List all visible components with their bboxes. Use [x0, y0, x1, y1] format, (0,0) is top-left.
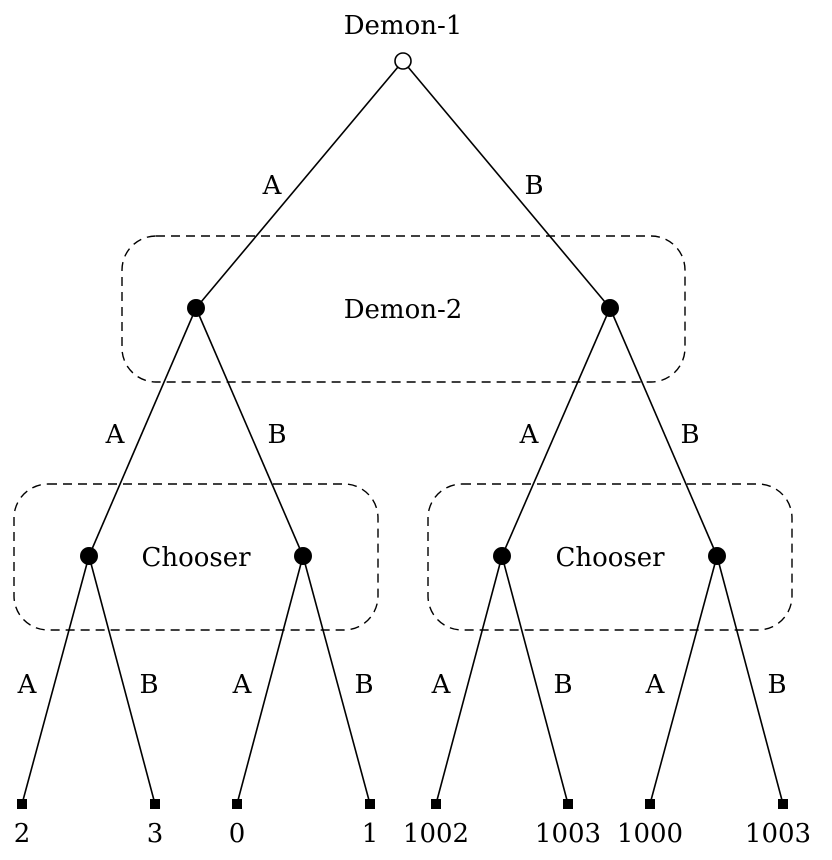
- edge-label-l2-4: B: [680, 420, 699, 450]
- terminal-node-3: [232, 799, 242, 809]
- edge-l2-3-to-leaf-6: [501, 555, 569, 805]
- payoff-1: 2: [14, 819, 31, 849]
- decision-node-demon-2-left: [187, 299, 205, 317]
- payoff-2: 3: [147, 819, 164, 849]
- edge-root-to-right: [402, 60, 611, 309]
- edge-label-l2-3: A: [519, 420, 540, 450]
- edge-label-l3-8: B: [767, 670, 786, 700]
- edge-l1-left-to-l2-1: [88, 307, 197, 557]
- edge-l1-left-to-l2-2: [195, 307, 304, 557]
- information-set-demon-2: [121, 235, 686, 383]
- terminal-node-7: [645, 799, 655, 809]
- chooser-left-player-label: Chooser: [141, 543, 251, 573]
- payoff-6: 1003: [535, 819, 601, 849]
- terminal-node-2: [150, 799, 160, 809]
- root-node: [394, 52, 412, 70]
- edge-l2-4-to-leaf-8: [716, 555, 784, 805]
- edge-label-l2-1: A: [105, 420, 126, 450]
- terminal-node-8: [778, 799, 788, 809]
- terminal-node-6: [563, 799, 573, 809]
- edge-l2-1-to-leaf-2: [88, 555, 156, 805]
- decision-node-chooser-2: [294, 547, 312, 565]
- edge-l2-2-to-leaf-4: [302, 555, 371, 805]
- payoff-4: 1: [362, 819, 379, 849]
- edge-label-l3-6: B: [553, 670, 572, 700]
- edge-l2-3-to-leaf-5: [435, 555, 503, 805]
- edge-l2-2-to-leaf-3: [236, 555, 304, 805]
- payoff-3: 0: [229, 819, 246, 849]
- payoff-7: 1000: [617, 819, 683, 849]
- edge-label-l3-5: A: [431, 670, 452, 700]
- edge-label-root-right: B: [524, 171, 543, 201]
- edge-l2-4-to-leaf-7: [649, 555, 718, 805]
- edge-l2-1-to-leaf-1: [21, 555, 90, 805]
- terminal-node-5: [431, 799, 441, 809]
- edge-label-l2-2: B: [267, 420, 286, 450]
- edge-label-l3-1: A: [17, 670, 38, 700]
- edge-l1-right-to-l2-3: [501, 307, 611, 557]
- decision-node-chooser-1: [80, 547, 98, 565]
- edge-l1-right-to-l2-4: [609, 307, 718, 557]
- demon-2-player-label: Demon-2: [344, 295, 463, 325]
- edge-label-l3-3: A: [232, 670, 253, 700]
- payoff-8: 1003: [745, 819, 811, 849]
- edge-label-l3-2: B: [139, 670, 158, 700]
- edge-label-l3-7: A: [645, 670, 666, 700]
- edge-label-root-left: A: [262, 171, 283, 201]
- decision-node-chooser-4: [708, 547, 726, 565]
- edge-root-to-left: [195, 60, 404, 309]
- edge-label-l3-4: B: [354, 670, 373, 700]
- root-player-label: Demon-1: [344, 11, 463, 41]
- decision-node-chooser-3: [493, 547, 511, 565]
- terminal-node-1: [17, 799, 27, 809]
- terminal-node-4: [365, 799, 375, 809]
- decision-node-demon-2-right: [601, 299, 619, 317]
- chooser-right-player-label: Chooser: [555, 543, 665, 573]
- payoff-5: 1002: [403, 819, 469, 849]
